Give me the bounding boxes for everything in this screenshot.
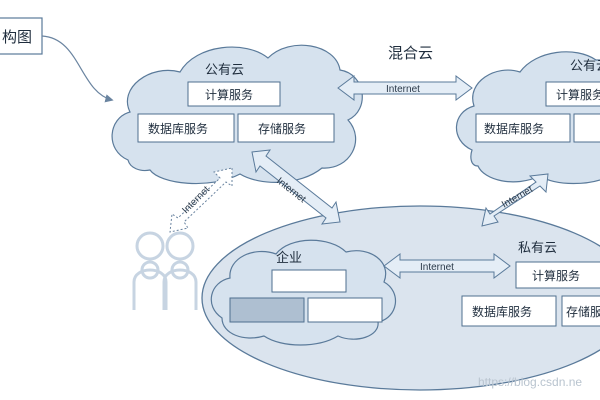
database-service-label: 数据库服务: [484, 121, 544, 136]
compute-service-label: 计算服务: [532, 268, 580, 283]
database-service-box: [137, 113, 235, 143]
database-service-label: 数据库服务: [148, 121, 208, 136]
link-enterprise-private: Internet: [383, 253, 511, 279]
compute-service-label: 计算服务: [205, 87, 253, 102]
compute-service-label: 计算服务: [556, 87, 600, 102]
internet-label: Internet: [386, 84, 420, 95]
enterprise-cloud: 企业: [210, 239, 397, 346]
public-cloud-left-title: 公有云: [205, 63, 244, 78]
users-icon: [132, 231, 198, 310]
enterprise-box-top: [271, 269, 347, 293]
watermark: https://blog.csdn.ne: [478, 375, 582, 389]
enterprise-title: 企业: [276, 250, 302, 266]
database-service-box: [461, 295, 557, 327]
private-cloud-title: 私有云: [518, 241, 557, 256]
enterprise-box-shaded: [229, 297, 305, 323]
storage-service-box-partial: [573, 113, 600, 143]
compute-service-box: [545, 81, 600, 107]
enterprise-box-plain: [307, 297, 383, 323]
compute-service-box: [515, 261, 600, 289]
database-service-box: [475, 113, 571, 143]
storage-service-box: [561, 295, 600, 327]
storage-service-box: [237, 113, 335, 143]
private-cloud: 私有云 计算服务 数据库服务 存储服务: [461, 241, 600, 327]
database-service-label: 数据库服务: [472, 304, 532, 319]
hybrid-cloud-title: 混合云: [388, 44, 433, 62]
internet-label: Internet: [420, 262, 454, 273]
storage-service-label: 存储服务: [258, 121, 306, 136]
public-cloud-left: 公有云 计算服务 数据库服务 存储服务: [111, 44, 363, 185]
corner-label: 构图: [2, 28, 32, 46]
pointer-arrow: [41, 35, 114, 103]
public-cloud-right-title: 公有云: [570, 59, 600, 74]
link-public-public: Internet: [337, 75, 473, 101]
corner-label-box: 构图: [0, 17, 43, 55]
internet-label: Internet: [500, 184, 535, 211]
storage-service-label: 存储服务: [566, 304, 600, 319]
public-cloud-right: 公有云 计算服务 数据库服务: [455, 51, 600, 185]
compute-service-box: [187, 81, 281, 107]
internet-label: Internet: [180, 184, 212, 216]
